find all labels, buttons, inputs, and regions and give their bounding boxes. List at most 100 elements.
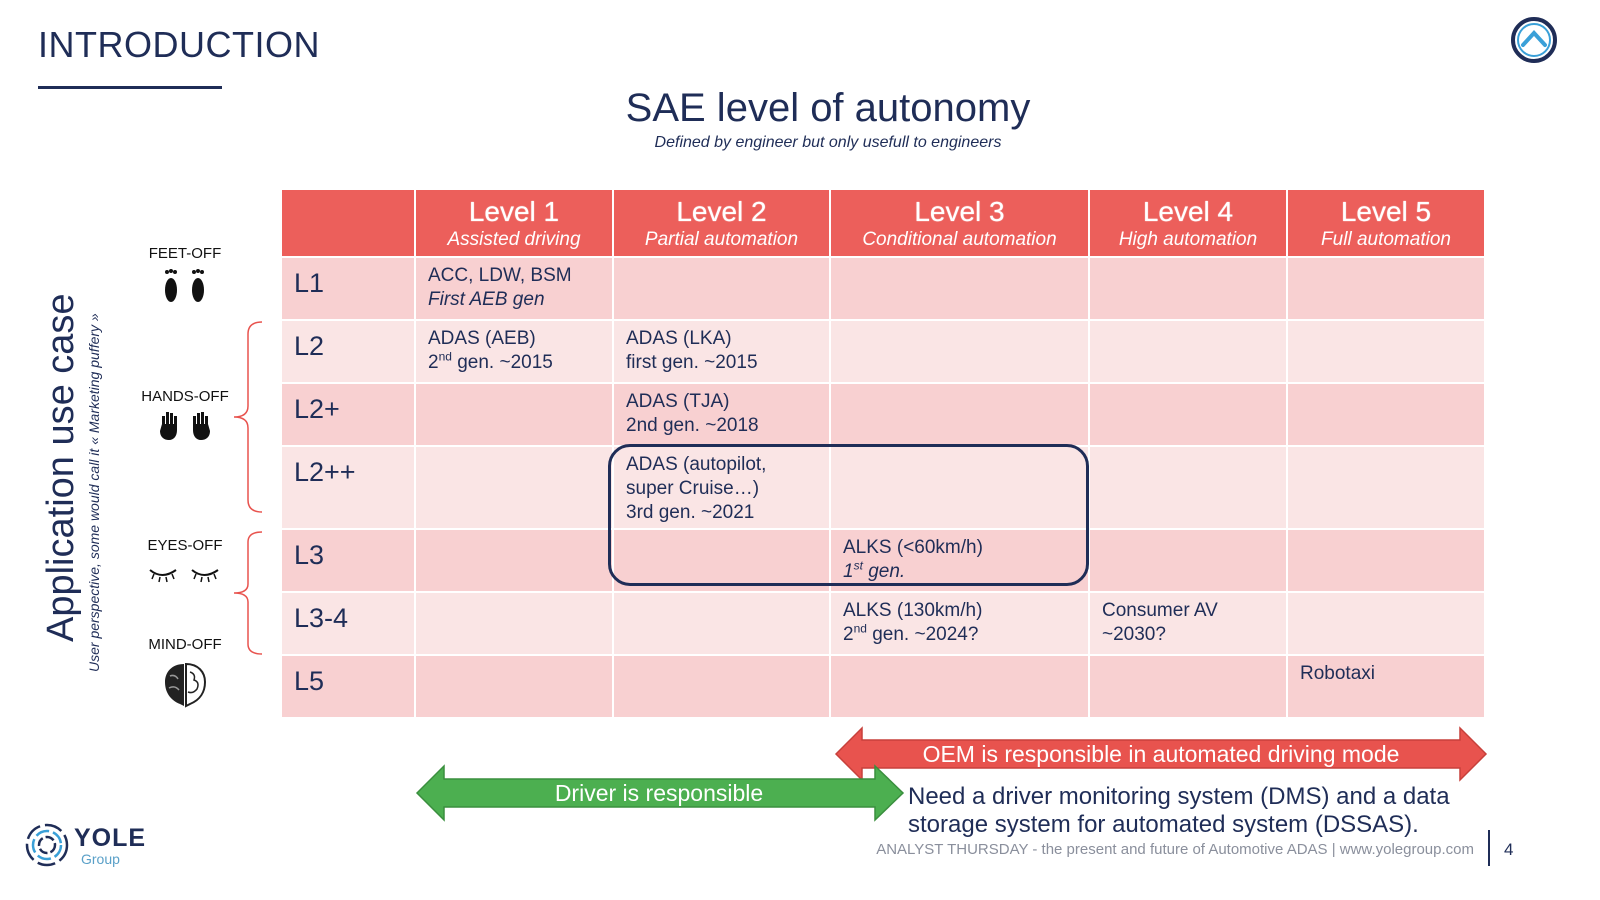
cell-empty xyxy=(416,384,612,445)
hands-icon xyxy=(160,412,210,440)
level-3-desc: Conditional automation xyxy=(862,229,1057,250)
cell-text: 2nd gen. ~2024? xyxy=(843,623,1088,647)
cell-l3-level3: ALKS (<60km/h) 1st gen. xyxy=(831,530,1088,591)
row-label-l3: L3 xyxy=(282,530,414,591)
cell-empty xyxy=(614,656,829,717)
eyes-off-label: EYES-OFF xyxy=(147,537,223,554)
ordinal-suffix: nd xyxy=(853,621,867,636)
ordinal-suffix: nd xyxy=(438,349,452,364)
cell-empty xyxy=(1288,258,1484,319)
level-3-title: Level 3 xyxy=(914,196,1005,227)
section-title: INTRODUCTION xyxy=(38,24,320,65)
yole-brand: YOLE xyxy=(74,824,147,852)
cell-text: ALKS (130km/h) xyxy=(843,600,983,621)
cell-text-rest: gen. ~2015 xyxy=(451,352,553,373)
cell-empty xyxy=(1090,656,1286,717)
cell-text: ALKS (<60km/h) xyxy=(843,537,983,558)
table-row-l3-4: L3-4 ALKS (130km/h) 2nd gen. ~2024? Cons… xyxy=(282,593,1484,654)
hands-off-brace xyxy=(233,321,263,513)
cell-empty xyxy=(1090,384,1286,445)
cell-empty xyxy=(1288,447,1484,528)
l2pp-l3-highlight-box xyxy=(608,444,1089,586)
yole-brand-sub: Group xyxy=(81,851,120,867)
cell-text: Consumer AV xyxy=(1102,600,1218,621)
yole-up-arrow-logo-icon xyxy=(1511,17,1557,63)
cell-l34-level3: ALKS (130km/h) 2nd gen. ~2024? xyxy=(831,593,1088,654)
mind-off-label: MIND-OFF xyxy=(148,636,222,653)
cell-text: 2nd gen. ~2015 xyxy=(428,351,612,375)
cell-text: ~2030? xyxy=(1102,624,1166,645)
table-header-row: Level 1 Assisted driving Level 2 Partial… xyxy=(282,190,1484,256)
section-title-underline xyxy=(38,86,222,89)
cell-empty xyxy=(614,530,829,591)
cell-empty xyxy=(1288,321,1484,382)
cell-text: ADAS (autopilot, xyxy=(626,454,767,475)
feet-off-label: FEET-OFF xyxy=(148,245,222,262)
level-2-title: Level 2 xyxy=(676,196,767,227)
driver-responsible-arrow xyxy=(415,764,905,822)
cell-text: first gen. ~2015 xyxy=(626,352,758,373)
level-4-desc: High automation xyxy=(1118,229,1258,250)
level-5-title: Level 5 xyxy=(1340,196,1432,227)
footer-text: ANALYST THURSDAY - the present and futur… xyxy=(876,841,1474,858)
feet-icon xyxy=(165,269,204,302)
header-corner xyxy=(282,190,414,256)
cell-l5-level5: Robotaxi xyxy=(1288,656,1484,717)
eyes-mind-off-brace xyxy=(233,531,263,655)
header-level-4: Level 4 High automation xyxy=(1090,190,1286,256)
closed-eyes-icon xyxy=(149,569,219,583)
oem-responsible-arrow xyxy=(834,726,1488,782)
oem-responsible-label: OEM is responsible in automated driving … xyxy=(922,741,1400,767)
row-label-l3-4: L3-4 xyxy=(282,593,414,654)
row-label-l2-plus: L2+ xyxy=(282,384,414,445)
level-5-desc: Full automation xyxy=(1321,229,1451,250)
cell-l2p-level2: ADAS (TJA) 2nd gen. ~2018 xyxy=(614,384,829,445)
cell-empty xyxy=(1090,530,1286,591)
page-number: 4 xyxy=(1504,840,1514,859)
cell-text: ADAS (AEB) xyxy=(428,328,536,349)
cell-text: 3rd gen. ~2021 xyxy=(626,502,755,523)
cell-l1-level1: ACC, LDW, BSM First AEB gen xyxy=(416,258,612,319)
cell-empty xyxy=(416,656,612,717)
cell-text: ACC, LDW, BSM xyxy=(428,265,572,286)
cell-l34-level4: Consumer AV ~2030? xyxy=(1090,593,1286,654)
cell-text: ADAS (LKA) xyxy=(626,328,732,349)
header-level-3: Level 3 Conditional automation xyxy=(831,190,1088,256)
cell-text: Robotaxi xyxy=(1300,663,1375,684)
row-label-l2: L2 xyxy=(282,321,414,382)
cell-empty xyxy=(831,447,1088,528)
cell-text: super Cruise…) xyxy=(626,478,760,499)
cell-empty xyxy=(831,384,1088,445)
cell-text-rest: gen. xyxy=(862,561,906,582)
ordinal-number: 2 xyxy=(843,624,854,645)
table-row-l2-plus-plus: L2++ ADAS (autopilot, super Cruise…) 3rd… xyxy=(282,447,1484,528)
cell-empty xyxy=(831,258,1088,319)
footer-divider xyxy=(1488,830,1490,866)
cell-empty xyxy=(1090,447,1286,528)
table-row-l1: L1 ACC, LDW, BSM First AEB gen xyxy=(282,258,1484,319)
driver-responsible-label: Driver is responsible xyxy=(554,780,764,806)
slide-title: SAE level of autonomy xyxy=(625,86,1031,130)
dms-dssas-note: Need a driver monitoring system (DMS) an… xyxy=(908,783,1450,839)
cell-text: ADAS (TJA) xyxy=(626,391,730,412)
hands-off-label: HANDS-OFF xyxy=(141,388,229,405)
cell-text: First AEB gen xyxy=(428,289,545,310)
level-1-title: Level 1 xyxy=(468,196,560,227)
row-label-l2-plus-plus: L2++ xyxy=(282,447,414,528)
slide-subtitle: Defined by engineer but only usefull to … xyxy=(654,134,1002,151)
dms-note-line-2: storage system for automated system (DSS… xyxy=(908,811,1419,838)
dms-note-line-1: Need a driver monitoring system (DMS) an… xyxy=(908,783,1450,810)
header-level-2: Level 2 Partial automation xyxy=(614,190,829,256)
header-level-5: Level 5 Full automation xyxy=(1288,190,1484,256)
cell-empty xyxy=(416,530,612,591)
cell-l2-level1: ADAS (AEB) 2nd gen. ~2015 xyxy=(416,321,612,382)
cell-empty xyxy=(1090,258,1286,319)
cell-empty xyxy=(614,258,829,319)
table-row-l5: L5 Robotaxi xyxy=(282,656,1484,717)
sae-levels-table: Level 1 Assisted driving Level 2 Partial… xyxy=(280,188,1486,719)
row-label-l1: L1 xyxy=(282,258,414,319)
cell-empty xyxy=(1090,321,1286,382)
ordinal-suffix: st xyxy=(853,558,863,573)
application-use-case-label: Application use case xyxy=(40,293,82,642)
header-level-1: Level 1 Assisted driving xyxy=(416,190,612,256)
